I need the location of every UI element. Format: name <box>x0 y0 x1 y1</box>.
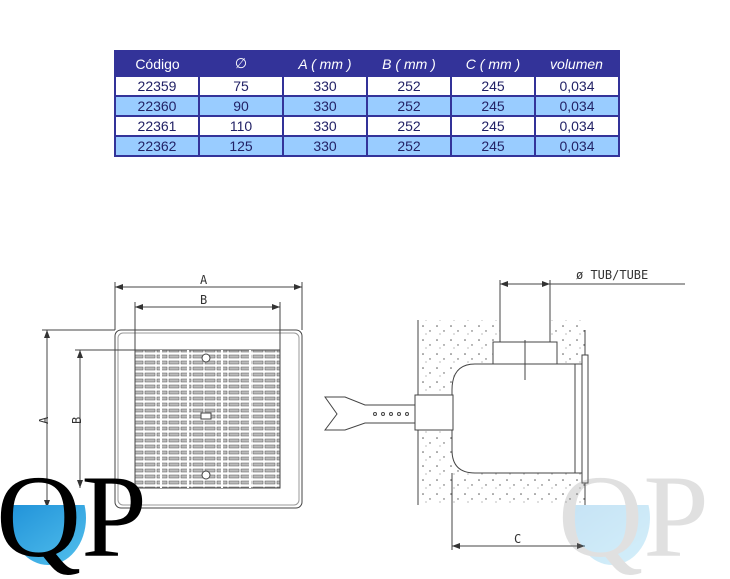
cell: 0,034 <box>534 95 620 117</box>
spec-table: Código ∅ A ( mm ) B ( mm ) C ( mm ) volu… <box>114 50 620 157</box>
cell: 252 <box>366 115 452 137</box>
col-a: A ( mm ) <box>298 55 352 72</box>
cell: 125 <box>198 135 284 157</box>
cell: 330 <box>282 135 368 157</box>
dim-a-label: A <box>200 273 208 287</box>
dim-b-vertical-label: B <box>70 417 84 424</box>
cell: 330 <box>282 95 368 117</box>
cell: 75 <box>198 75 284 97</box>
cell: 0,034 <box>534 135 620 157</box>
cell: 252 <box>366 75 452 97</box>
cell: 330 <box>282 75 368 97</box>
cell: 22360 <box>114 95 200 117</box>
dim-c-label: C <box>514 532 521 546</box>
cell: 245 <box>450 95 536 117</box>
qp-logo-watermark: QP <box>558 451 709 579</box>
cell: 330 <box>282 115 368 137</box>
col-c: C ( mm ) <box>465 55 521 72</box>
col-volumen: volumen <box>550 55 603 72</box>
cell: 22359 <box>114 75 200 97</box>
cell: 22361 <box>114 115 200 137</box>
side-view <box>324 280 685 550</box>
dim-b-label: B <box>200 293 207 307</box>
cell: 245 <box>450 135 536 157</box>
cell: 110 <box>198 115 284 137</box>
cell: 245 <box>450 75 536 97</box>
cell: 0,034 <box>534 75 620 97</box>
col-b: B ( mm ) <box>382 55 436 72</box>
dim-a-vertical-label: A <box>37 416 51 424</box>
table-header: Código ∅ A ( mm ) B ( mm ) C ( mm ) volu… <box>115 51 619 76</box>
front-view <box>42 282 303 509</box>
tube-diameter-label: ø TUB/TUBE <box>576 268 648 282</box>
qp-logo: QP <box>0 451 147 579</box>
cell: 252 <box>366 135 452 157</box>
col-codigo: Código <box>135 55 180 72</box>
cell: 90 <box>198 95 284 117</box>
cell: 252 <box>366 95 452 117</box>
logo-text: QP <box>0 451 147 579</box>
cell: 22362 <box>114 135 200 157</box>
cell: 245 <box>450 115 536 137</box>
cell: 0,034 <box>534 115 620 137</box>
logo-watermark-text: QP <box>558 451 709 579</box>
col-diameter: ∅ <box>234 55 248 71</box>
